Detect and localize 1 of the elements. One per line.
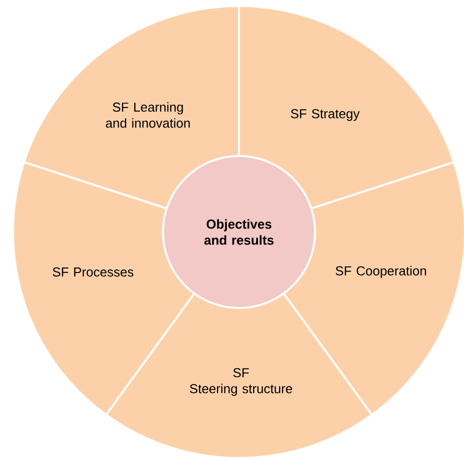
node-label: SF Strategy — [290, 109, 360, 121]
